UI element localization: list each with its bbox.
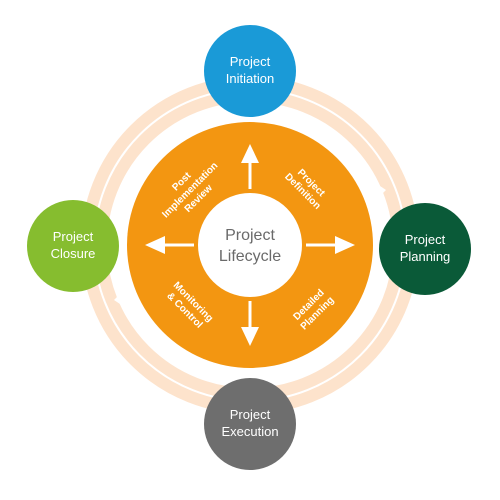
arrow-right-icon [306, 236, 355, 254]
arrow-left-icon [145, 236, 194, 254]
phase-circle [379, 203, 471, 295]
phase-label-line1: Project [230, 54, 271, 69]
arrow-up-icon [241, 144, 259, 189]
phase-label-line1: Project [53, 229, 94, 244]
phase-project-initiation: Project Initiation [204, 25, 296, 117]
phase-label-line2: Execution [221, 424, 278, 439]
cycle-arrow-left-icon [114, 291, 126, 308]
phase-project-planning: Project Planning [379, 203, 471, 295]
phase-label-line2: Planning [400, 249, 451, 264]
phase-project-execution: Project Execution [204, 378, 296, 470]
phase-project-closure: Project Closure [27, 200, 119, 292]
phase-circle [204, 25, 296, 117]
phase-label-line1: Project [405, 232, 446, 247]
lifecycle-center [198, 193, 302, 297]
cycle-arrow-right-icon [374, 182, 386, 199]
phase-label-line2: Closure [51, 246, 96, 261]
phase-circle [27, 200, 119, 292]
phase-circle [204, 378, 296, 470]
phase-label-line1: Project [230, 407, 271, 422]
center-title-line2: Lifecycle [219, 248, 281, 265]
phase-label-line2: Initiation [226, 71, 274, 86]
center-title-line1: Project [225, 227, 275, 244]
arrow-down-icon [241, 301, 259, 346]
